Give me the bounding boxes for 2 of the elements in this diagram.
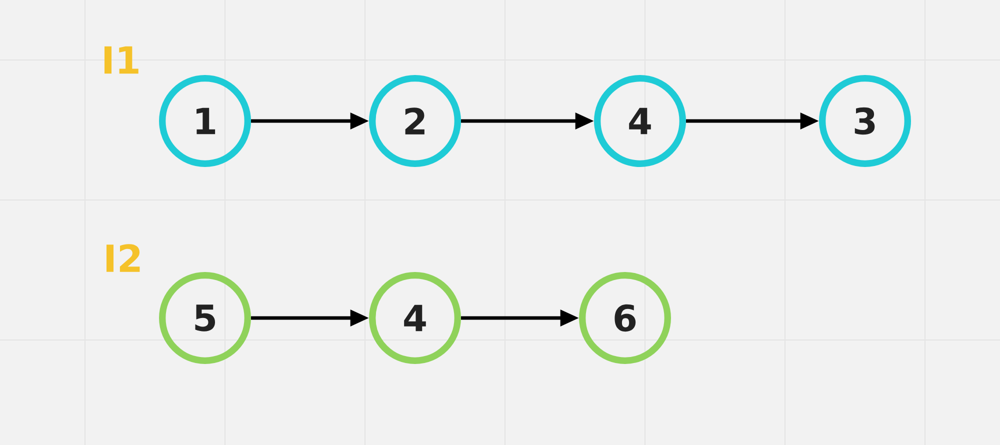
list-label: I2 bbox=[106, 244, 140, 272]
list-label: I1 bbox=[104, 46, 138, 74]
